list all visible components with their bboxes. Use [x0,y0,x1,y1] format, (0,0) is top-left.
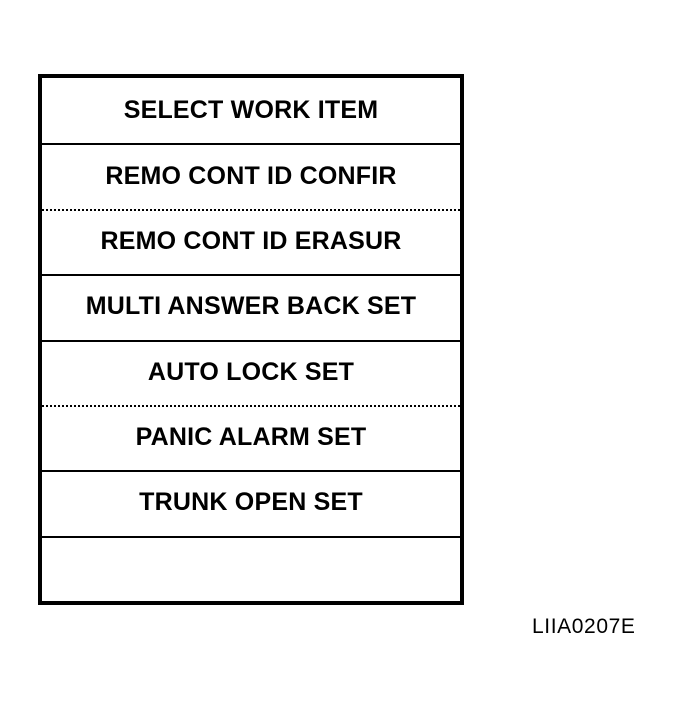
menu-item-remo-cont-id-erasur[interactable]: REMO CONT ID ERASUR [42,208,460,275]
menu-item-remo-cont-id-confir[interactable]: REMO CONT ID CONFIR [42,143,460,209]
menu-item-label: AUTO LOCK SET [147,357,355,386]
menu-item-trunk-open-set[interactable]: TRUNK OPEN SET [42,470,460,536]
menu-header-select-work-item: SELECT WORK ITEM [42,78,460,144]
menu-item-label: REMO CONT ID CONFIR [105,161,397,190]
menu-item-multi-answer-back-set[interactable]: MULTI ANSWER BACK SET [42,274,460,340]
figure-caption: LIIA0207E [532,615,636,638]
menu-item-empty[interactable] [42,535,460,601]
menu-item-label: REMO CONT ID ERASUR [100,226,402,255]
menu-item-auto-lock-set[interactable]: AUTO LOCK SET [42,339,460,405]
menu-header-label: SELECT WORK ITEM [123,96,379,125]
menu-item-label: TRUNK OPEN SET [139,488,363,517]
select-work-item-menu: SELECT WORK ITEM REMO CONT ID CONFIR REM… [38,74,464,605]
menu-item-label: PANIC ALARM SET [135,423,367,452]
menu-item-label: MULTI ANSWER BACK SET [85,292,417,321]
menu-item-panic-alarm-set[interactable]: PANIC ALARM SET [42,404,460,471]
